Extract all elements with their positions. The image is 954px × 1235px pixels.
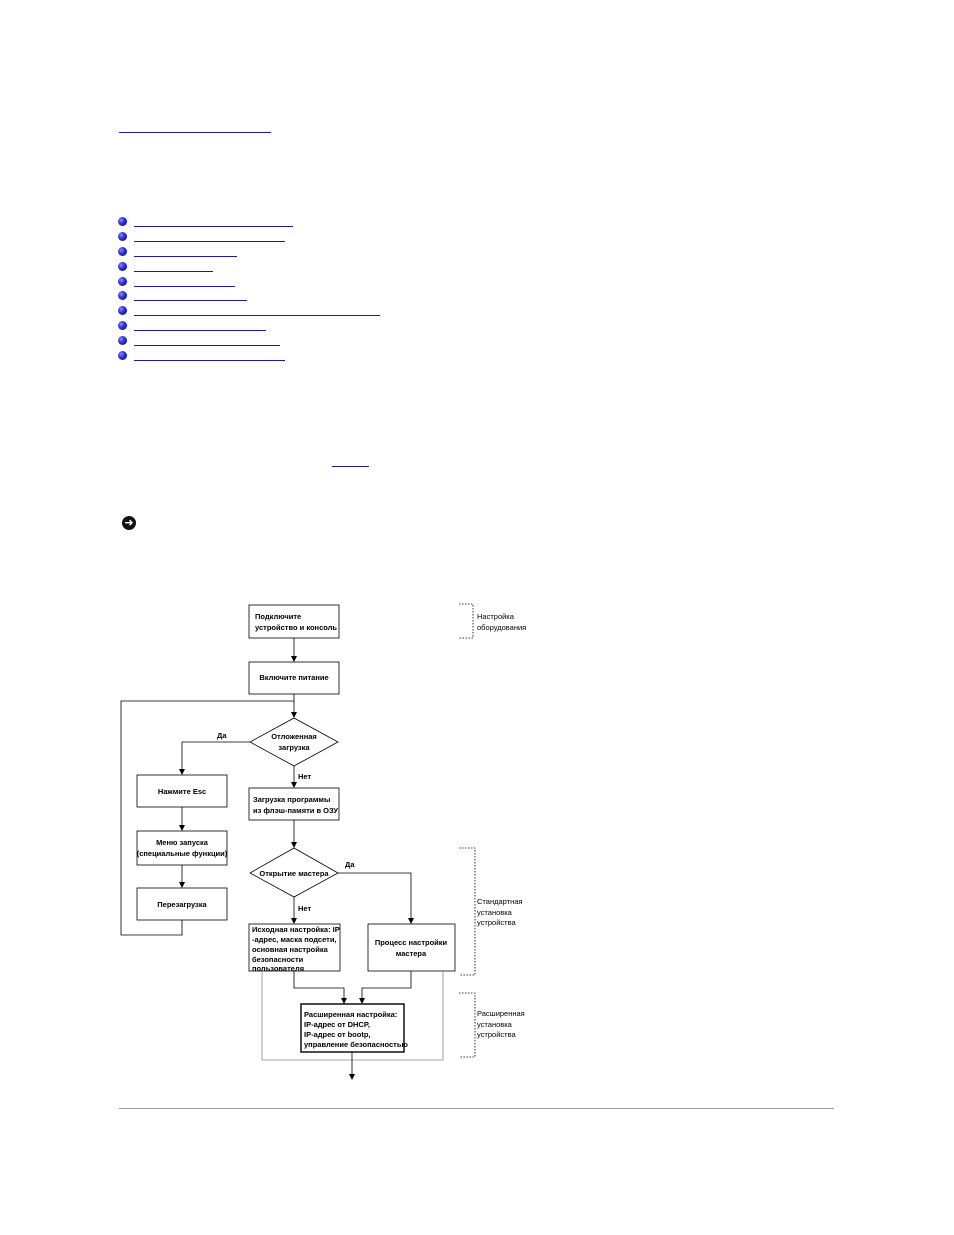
yes-label-1: Да <box>217 731 227 740</box>
bullet-icon <box>118 276 127 286</box>
toc-link[interactable] <box>134 226 293 227</box>
initial-setup-text-5: пользователя <box>252 964 304 973</box>
toc-link[interactable] <box>134 255 237 257</box>
connect-box <box>248 604 340 639</box>
reboot-text: Перезагрузка <box>157 900 207 909</box>
hardware-label-1: Настройка <box>477 612 515 621</box>
delayed-boot-text-2: загрузка <box>278 743 310 752</box>
advanced-text-3: IP-адрес от bootp, <box>304 1030 370 1039</box>
delayed-boot-diamond <box>249 717 339 767</box>
advanced-text-2: IP-адрес от DHCP, <box>304 1020 370 1029</box>
wizard-text-2: мастера <box>396 949 427 958</box>
wizard-process-box <box>367 923 456 972</box>
advanced-label-1: Расширенная <box>477 1009 525 1018</box>
advanced-label-2: установка <box>477 1020 513 1029</box>
advanced-label-3: устройства <box>477 1030 516 1039</box>
bullet-icon <box>118 261 127 271</box>
wizard-text-1: Процесс настройки <box>375 938 448 947</box>
advanced-setup-box <box>300 1003 405 1053</box>
bullet-icon <box>118 351 127 361</box>
toc-link[interactable] <box>134 315 380 317</box>
toc-link[interactable] <box>134 300 247 302</box>
connect-text-2: устройство и консоль <box>255 623 337 632</box>
initial-setup-text-1: Исходная настройка: IP <box>252 925 340 934</box>
boot-menu-text-2: (специальные функции) <box>137 849 228 858</box>
note-arrow-icon: ➜ <box>122 516 136 530</box>
standard-label-3: устройства <box>477 918 516 927</box>
toc-link[interactable] <box>134 240 285 242</box>
toc-link[interactable] <box>134 285 235 287</box>
bullet-icon <box>118 217 127 226</box>
toc-link[interactable] <box>134 270 213 272</box>
bullet-icon <box>118 246 127 256</box>
load-text-1: Загрузка программы <box>253 795 330 804</box>
back-link[interactable] <box>119 120 271 133</box>
boot-menu-text-1: Меню запуска <box>156 838 209 847</box>
no-label-2: Нет <box>298 904 311 913</box>
toc-link[interactable] <box>134 345 280 347</box>
hardware-label-2: оборудования <box>477 623 526 632</box>
open-wizard-text: Открытие мастера <box>259 869 329 878</box>
boot-menu-box <box>136 830 228 866</box>
bullet-icon <box>118 291 127 301</box>
advanced-text-4: управление безопасностью <box>304 1040 408 1049</box>
bullet-icon <box>118 336 127 346</box>
initial-setup-text-2: -адрес, маска подсети, <box>252 935 337 944</box>
toc-link[interactable] <box>134 330 266 332</box>
advanced-text-1: Расширенная настройка: <box>304 1010 397 1019</box>
load-text-2: из флэш-памяти в ОЗУ <box>253 806 338 815</box>
bottom-divider <box>119 1108 834 1109</box>
bullet-icon <box>118 321 127 331</box>
delayed-boot-text-1: Отложенная <box>271 732 317 741</box>
inline-link[interactable] <box>332 466 369 467</box>
power-text: Включите питание <box>259 673 328 682</box>
no-label-1: Нет <box>298 772 311 781</box>
connect-text-1: Подключите <box>255 612 301 621</box>
load-box <box>248 787 340 821</box>
bullet-icon <box>118 231 127 241</box>
esc-text: Нажмите Esc <box>158 787 206 796</box>
toc-link[interactable] <box>134 360 285 362</box>
standard-label-2: установка <box>477 908 513 917</box>
standard-label-1: Стандартная <box>477 897 522 906</box>
initial-setup-box <box>248 923 341 972</box>
initial-setup-text-3: основная настройка <box>252 945 329 954</box>
yes-label-2: Да <box>345 860 355 869</box>
initial-setup-text-4: безопасности <box>252 955 304 964</box>
bullet-icon <box>118 306 127 316</box>
